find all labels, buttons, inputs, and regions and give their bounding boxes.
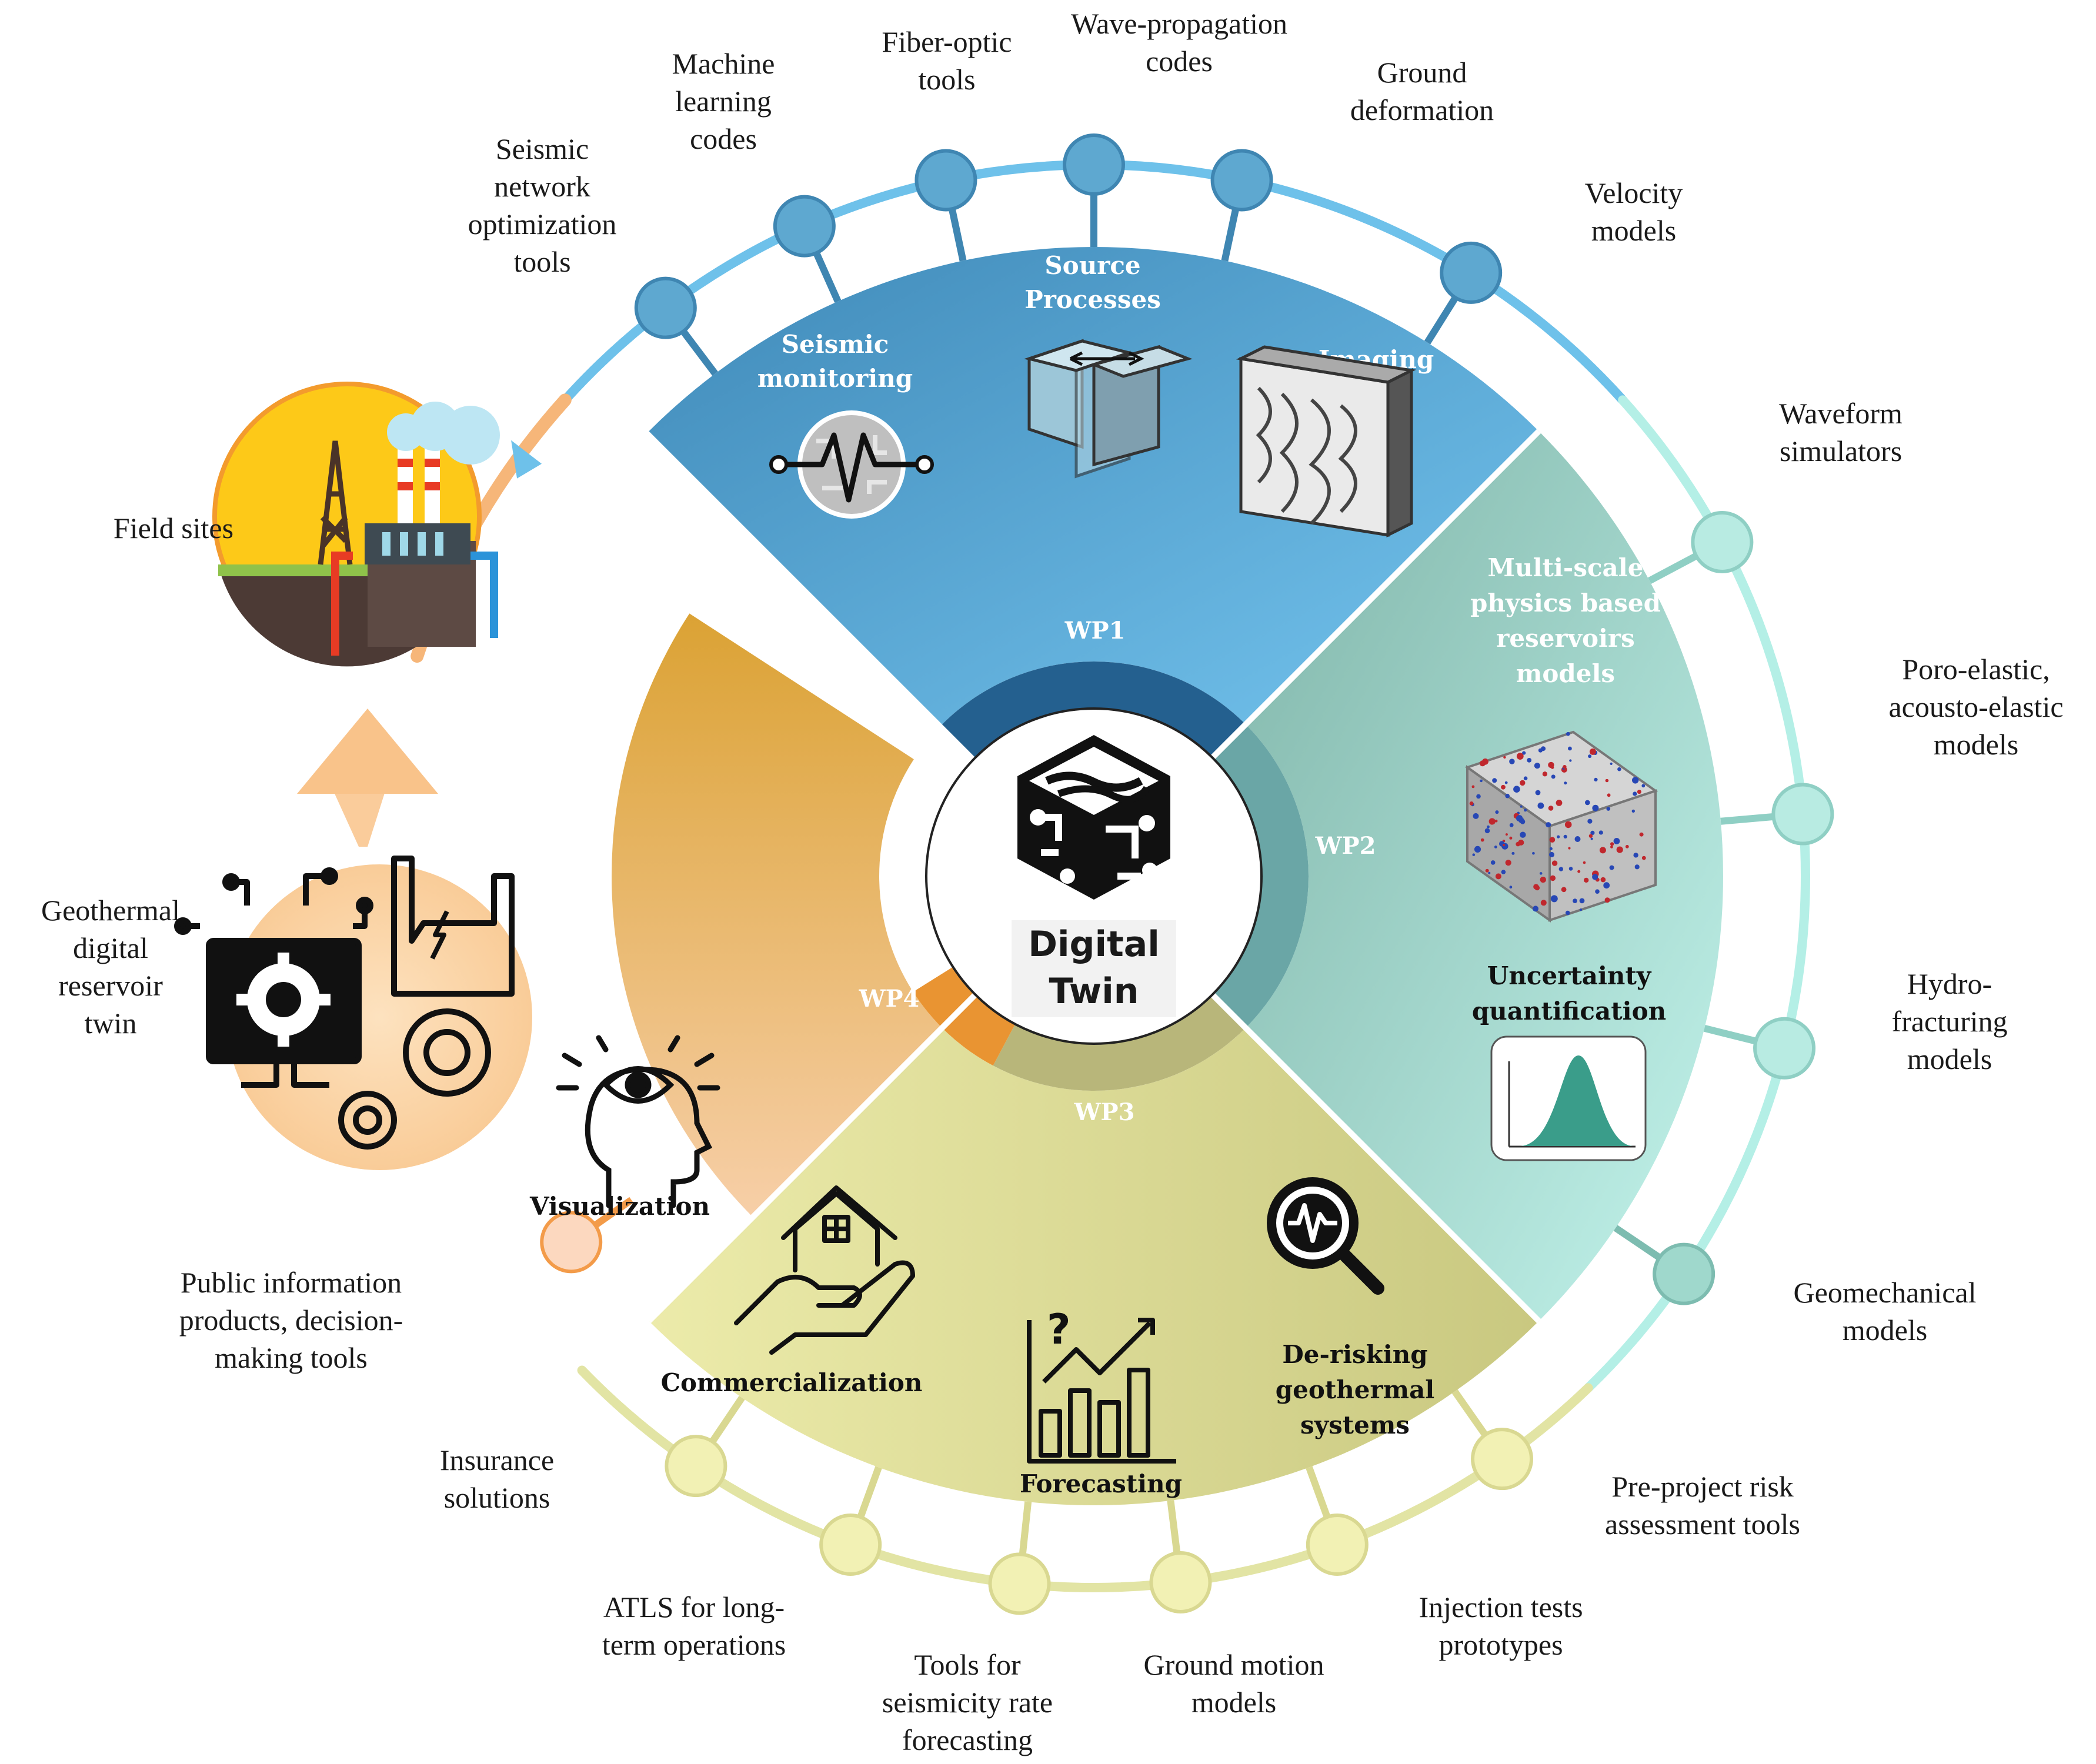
forecasting-label: Forecasting [1020, 1469, 1182, 1498]
sector-dividers [646, 429, 1541, 1324]
ring-node-velocity-models [1440, 241, 1503, 304]
ring-node-public-info [540, 1211, 603, 1274]
visualization-label: Visualization [529, 1192, 710, 1221]
ring-node-seismicity-rate [988, 1552, 1051, 1615]
center-title-line2: Twin [1049, 971, 1139, 1012]
hand-with-house-icon [734, 1185, 915, 1355]
seismometer-circuit-icon [769, 410, 934, 519]
label-field-sites: Field sites [114, 512, 233, 544]
ring-node-injection-tests [1306, 1514, 1369, 1576]
sector-divider [910, 963, 953, 992]
digital-twin-cube-icon [1017, 735, 1170, 900]
seismograph-magnifier-icon [1267, 1177, 1384, 1295]
fault-block-icon [1024, 339, 1193, 479]
field-sites-arrow-head [297, 709, 438, 794]
rock-sample-cube-icon [1464, 730, 1658, 923]
ring-node-seismic-network [634, 276, 697, 339]
wp2-band [1212, 724, 1309, 1028]
commercialization-label: Commercialization [661, 1368, 923, 1397]
head-with-eye-icon [556, 1035, 720, 1208]
wp2-label: WP2 [1315, 832, 1376, 860]
computer-gears-factory-icon [174, 856, 532, 1170]
ring-node-insurance [665, 1435, 727, 1498]
ring-node-waveform-simulators [1691, 510, 1754, 573]
ring-node-fiber-optic [915, 149, 977, 212]
outer-ring [410, 133, 1834, 1615]
svg-text:?: ? [1047, 1305, 1071, 1354]
geothermal-plant-icon [212, 382, 500, 667]
sector-divider [1210, 992, 1541, 1324]
wp3-label: WP3 [1074, 1098, 1135, 1126]
ring-node-ground-motion [1149, 1551, 1212, 1613]
wp4-label: WP4 [859, 985, 920, 1013]
wp1-band [942, 662, 1246, 758]
wp4-sector [612, 613, 942, 1217]
ring-node-wave-propagation [1063, 133, 1125, 196]
ring-node-ground-deformation [1210, 149, 1273, 212]
bar-chart-trend-icon: ? [1027, 1305, 1176, 1464]
ring-node-hydro-fracturing [1753, 1017, 1816, 1080]
ring-arrow-head [511, 440, 542, 479]
ring-node-pre-project [1471, 1428, 1534, 1491]
wp1-label: WP1 [1064, 617, 1126, 644]
center-label-box [1012, 920, 1176, 1017]
ring-node-poro-elastic [1771, 783, 1834, 846]
ring-node-machine-learning [773, 195, 836, 258]
label-atls: ATLS for long-term operations [602, 1591, 786, 1661]
ring-node-atls [819, 1514, 882, 1576]
center-title-line1: Digital [1028, 924, 1160, 965]
sector-divider [1210, 429, 1541, 760]
gaussian-curve-icon [1490, 1035, 1647, 1161]
ring-node-geomechanical [1653, 1242, 1715, 1305]
wp4-band [912, 965, 1016, 1066]
sector-divider [646, 992, 978, 1324]
wp3-sector [649, 1028, 1539, 1505]
wave-imaging-block-icon [1236, 345, 1417, 538]
